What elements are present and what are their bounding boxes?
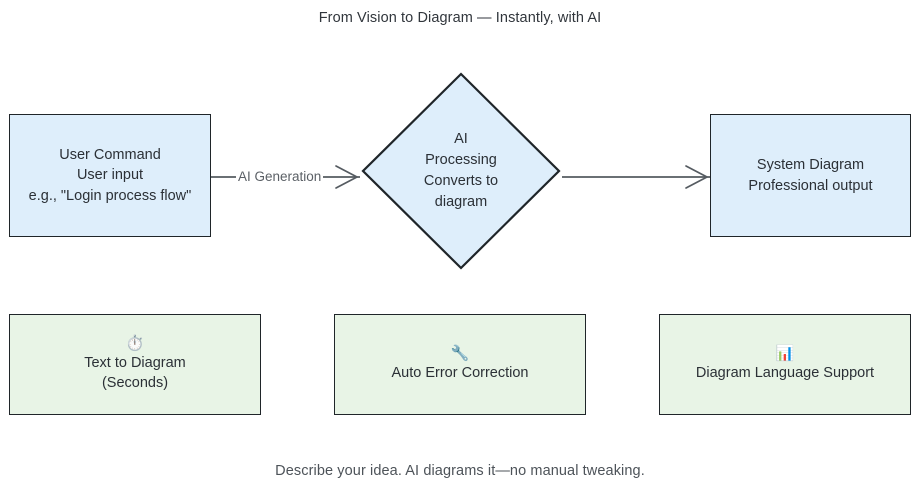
node-diagram-language-support-line-1: Diagram Language Support bbox=[695, 364, 875, 381]
node-system-diagram-line-2: Professional output bbox=[748, 177, 873, 194]
stopwatch-icon: ⏱️ bbox=[125, 334, 145, 353]
diamond-shape bbox=[361, 72, 561, 270]
node-user-command-line-1: User Command bbox=[59, 146, 161, 163]
edge-label-ai-generation: AI Generation bbox=[236, 169, 324, 184]
node-ai-processing[interactable]: AI Processing Converts to diagram bbox=[361, 72, 561, 270]
page-title: From Vision to Diagram — Instantly, with… bbox=[318, 10, 602, 26]
node-text-to-diagram-line-1: Text to Diagram bbox=[84, 354, 186, 371]
node-ai-processing-label: AI Processing Converts to diagram bbox=[424, 129, 498, 214]
edge-ai-processing-to-system-diagram bbox=[562, 165, 710, 189]
node-auto-error-correction[interactable]: 🔧 Auto Error Correction bbox=[334, 314, 586, 415]
node-ai-processing-line-3: Converts to bbox=[423, 173, 499, 189]
node-system-diagram-line-1: System Diagram bbox=[756, 156, 865, 173]
node-text-to-diagram[interactable]: ⏱️ Text to Diagram (Seconds) bbox=[9, 314, 261, 415]
node-ai-processing-line-1: AI bbox=[454, 130, 468, 147]
node-ai-processing-line-2: Processing bbox=[425, 151, 497, 168]
node-text-to-diagram-line-2: (Seconds) bbox=[101, 375, 169, 392]
bar-chart-icon: 📊 bbox=[775, 344, 795, 363]
node-user-command[interactable]: User Command User input e.g., "Login pro… bbox=[9, 114, 211, 237]
node-user-command-line-3: e.g., "Login process flow" bbox=[28, 187, 192, 204]
node-system-diagram[interactable]: System Diagram Professional output bbox=[710, 114, 911, 237]
node-auto-error-correction-line-1: Auto Error Correction bbox=[391, 364, 529, 381]
node-ai-processing-line-4: diagram bbox=[434, 194, 488, 211]
wrench-icon: 🔧 bbox=[450, 344, 470, 363]
node-diagram-language-support[interactable]: 📊 Diagram Language Support bbox=[659, 314, 911, 415]
page-footer: Describe your idea. AI diagrams it—no ma… bbox=[275, 463, 645, 479]
node-user-command-line-2: User input bbox=[76, 167, 144, 184]
